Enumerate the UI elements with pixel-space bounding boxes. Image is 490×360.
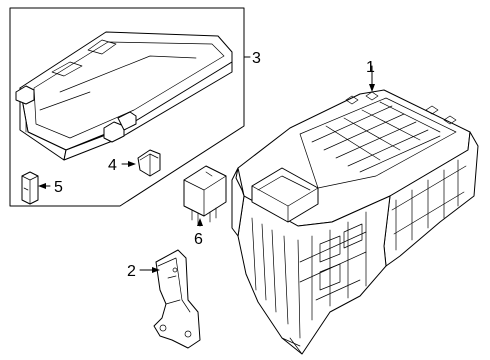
fuse-box-cover-part — [15, 31, 233, 161]
callout-2: 2 — [127, 263, 136, 280]
callout-5: 5 — [54, 179, 63, 196]
callout-4: 4 — [108, 157, 117, 174]
fuse-box-body-part-1 — [231, 89, 479, 355]
callout-6: 6 — [194, 231, 203, 248]
fuse-puller-part-5 — [21, 171, 39, 205]
callout-3: 3 — [252, 50, 261, 67]
inset-panel — [9, 7, 245, 207]
bracket-part-2 — [153, 249, 201, 349]
relay-part-6 — [183, 165, 227, 225]
callout-1: 1 — [366, 59, 375, 76]
leader-lines — [38, 56, 375, 273]
clip-part-4 — [137, 149, 161, 177]
